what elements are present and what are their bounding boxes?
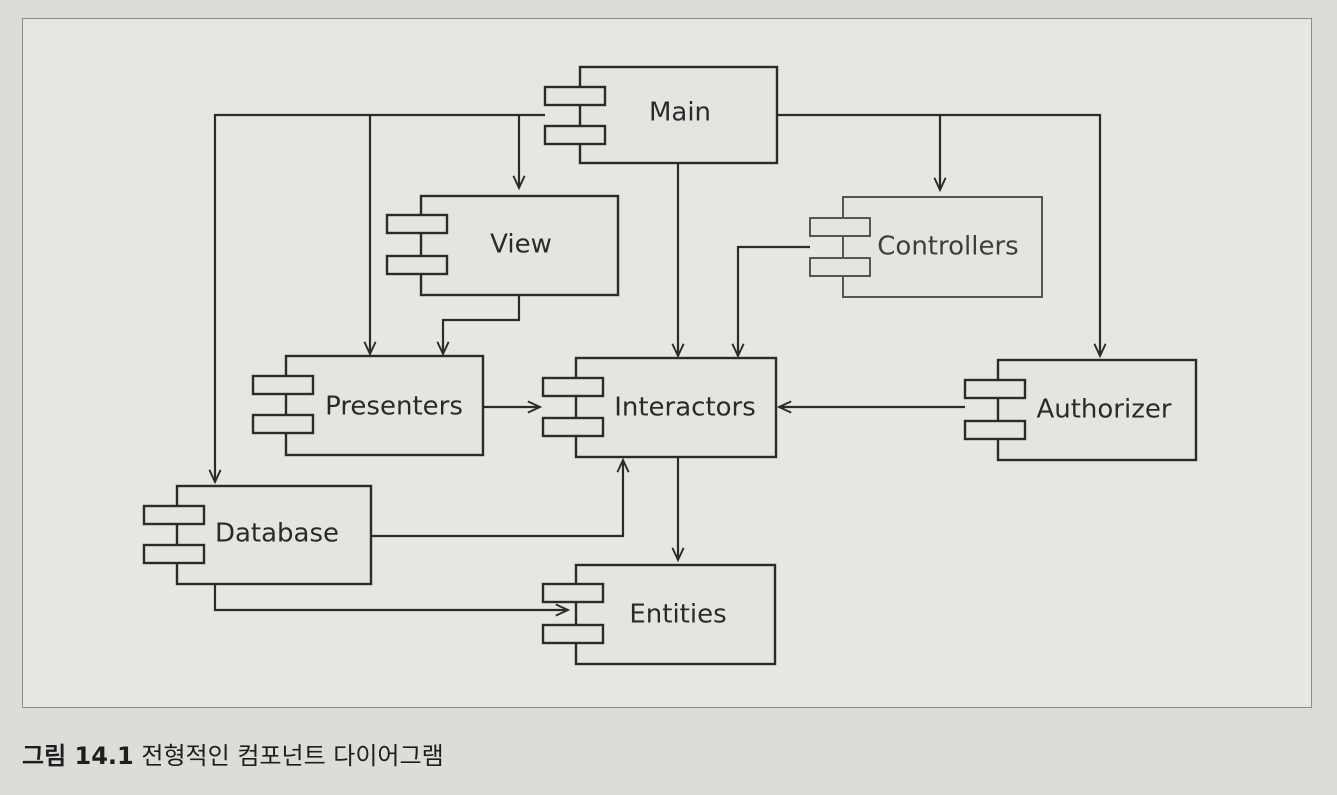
component-presenters: Presenters [251, 354, 485, 457]
component-controllers: Controllers [809, 196, 1043, 298]
component-label-authorizer: Authorizer [1036, 395, 1171, 425]
figure-caption: 그림 14.1 전형적인 컴포넌트 다이어그램 [22, 736, 444, 771]
component-authorizer: Authorizer [963, 358, 1198, 462]
arrow-view-to-presenters [443, 295, 521, 354]
arrow-main-to-database [215, 113, 545, 482]
component-view: View [385, 194, 620, 297]
component-label-entities: Entities [629, 600, 726, 630]
component-diagram: Main View Controllers Presenters Interac… [142, 65, 1198, 666]
arrow-database-to-entities [213, 584, 568, 610]
component-main: Main [543, 65, 779, 165]
component-interactors: Interactors [541, 356, 778, 459]
figure-caption-text: 전형적인 컴포넌트 다이어그램 [141, 742, 444, 770]
component-label-database: Database [215, 519, 339, 549]
component-label-presenters: Presenters [325, 392, 463, 422]
component-label-interactors: Interactors [614, 393, 756, 423]
component-database: Database [142, 484, 373, 586]
arrow-database-to-interactors [371, 460, 623, 538]
component-label-main: Main [649, 98, 711, 128]
arrow-controllers-to-interactors [738, 245, 810, 356]
figure-caption-label: 그림 14.1 [22, 742, 134, 770]
component-entities: Entities [541, 563, 777, 666]
arrow-main-to-authorizer [940, 113, 1100, 356]
component-label-controllers: Controllers [877, 232, 1018, 262]
component-label-view: View [490, 230, 552, 260]
dependency-arrows [213, 113, 1100, 610]
arrow-main-to-controllers [777, 113, 940, 190]
